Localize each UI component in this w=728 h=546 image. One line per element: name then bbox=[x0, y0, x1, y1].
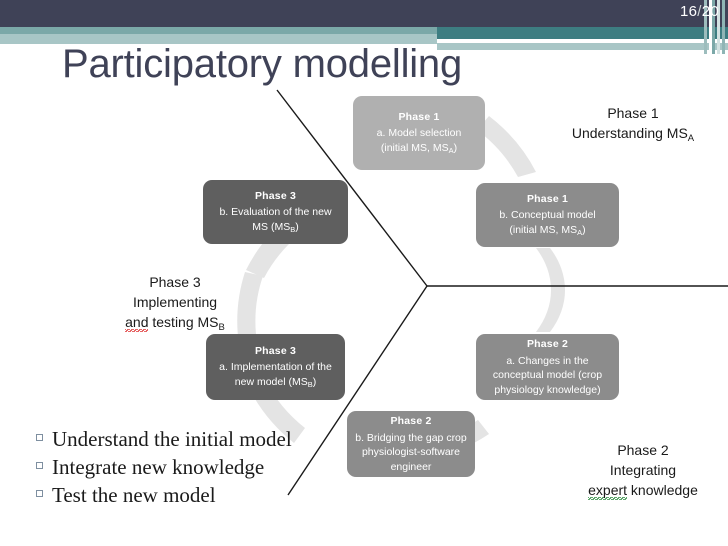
outer-label-phase2-line2: Integrating bbox=[609, 462, 677, 478]
node-phase2-a-line3: physiology knowledge) bbox=[494, 383, 601, 396]
node-phase2-b-line1: b. Bridging the gap crop bbox=[355, 431, 467, 444]
node-phase2-b-line3: engineer bbox=[390, 460, 432, 473]
node-phase3-a-line2: new model (MSB) bbox=[234, 375, 317, 389]
header-bar bbox=[0, 0, 728, 27]
header-accent-bar-1 bbox=[704, 0, 707, 54]
page-number-current: 16 bbox=[679, 3, 698, 20]
spellcheck-underline-expert: expert bbox=[588, 482, 628, 500]
node-phase2-a-line2: conceptual model (crop bbox=[492, 369, 603, 381]
outer-label-phase1-subscript: A bbox=[687, 133, 695, 144]
header-accent-bar-5 bbox=[722, 0, 725, 54]
list-item: Test the new model bbox=[36, 481, 336, 509]
node-phase1-a[interactable]: Phase 1 a. Model selection (initial MS, … bbox=[353, 96, 485, 170]
list-item: Integrate new knowledge bbox=[36, 453, 336, 481]
outer-label-phase3: Phase 3 Implementing and testing MSB bbox=[85, 272, 265, 335]
outer-label-phase2: Phase 2 Integrating expert knowledge bbox=[560, 440, 726, 500]
node-phase1-a-subscript: A bbox=[448, 145, 454, 155]
bullet-square-icon bbox=[36, 434, 43, 441]
node-phase1-b-line2: (initial MS, MSA) bbox=[509, 223, 586, 237]
outer-label-phase3-line2: Implementing bbox=[132, 294, 218, 310]
node-phase2-a-heading: Phase 2 bbox=[526, 338, 569, 350]
node-phase3-b[interactable]: Phase 3 b. Evaluation of the new MS (MSB… bbox=[203, 180, 348, 244]
node-phase3-b-heading: Phase 3 bbox=[254, 189, 297, 202]
header-accent-bar-2 bbox=[709, 0, 712, 54]
page-number-total: 20 bbox=[701, 3, 719, 20]
bullet-list: Understand the initial model Integrate n… bbox=[36, 425, 336, 509]
node-phase2-b-line2: physiologist-software bbox=[361, 446, 461, 458]
header-accent-bar-3 bbox=[712, 0, 715, 54]
node-phase3-a-heading: Phase 3 bbox=[254, 344, 297, 357]
outer-label-phase1: Phase 1 Understanding MSA bbox=[540, 103, 726, 146]
outer-label-phase3-line1: Phase 3 bbox=[149, 274, 201, 290]
node-phase3-a-subscript: B bbox=[307, 379, 313, 389]
node-phase3-b-line2: MS (MSB) bbox=[252, 220, 299, 234]
arrow-segment-right bbox=[536, 248, 566, 332]
spellcheck-underline-and: and bbox=[125, 314, 149, 332]
outer-label-phase2-line1: Phase 2 bbox=[617, 442, 669, 458]
page-title: Participatory modelling bbox=[62, 42, 463, 86]
arrow-segment-top-right bbox=[477, 116, 536, 177]
bullet-square-icon bbox=[36, 462, 43, 469]
cycle-diagram: Phase 1 a. Model selection (initial MS, … bbox=[0, 80, 728, 520]
outer-label-phase3-line3: and testing MSB bbox=[125, 314, 225, 333]
node-phase1-b-heading: Phase 1 bbox=[526, 192, 569, 205]
node-phase3-b-line1: b. Evaluation of the new bbox=[219, 206, 332, 219]
header-white-strip bbox=[437, 50, 728, 54]
bullet-square-icon bbox=[36, 490, 43, 497]
page-number: 16/20 bbox=[680, 3, 719, 20]
node-phase3-a-line1: a. Implementation of the bbox=[219, 361, 332, 374]
header-teal-left-stripe bbox=[0, 27, 437, 34]
node-phase2-a-line1: a. Changes in the bbox=[506, 354, 589, 367]
node-phase2-a[interactable]: Phase 2 a. Changes in the conceptual mod… bbox=[476, 334, 619, 400]
sector-divider-lines bbox=[276, 89, 728, 496]
list-item: Understand the initial model bbox=[36, 425, 336, 453]
node-phase1-a-heading: Phase 1 bbox=[398, 110, 440, 123]
node-phase1-b-line1: b. Conceptual model bbox=[499, 209, 596, 222]
node-phase3-b-subscript: B bbox=[290, 224, 296, 234]
node-phase1-a-line1: a. Model selection bbox=[376, 127, 462, 140]
divider-line-lower-left bbox=[287, 285, 428, 496]
node-phase1-b[interactable]: Phase 1 b. Conceptual model (initial MS,… bbox=[476, 183, 619, 247]
header-pale-left-stripe bbox=[0, 34, 437, 44]
outer-label-phase1-line2: Understanding MSA bbox=[571, 125, 695, 144]
list-item-label: Understand the initial model bbox=[52, 427, 292, 451]
node-phase1-a-line2: (initial MS, MSA) bbox=[380, 141, 458, 155]
page-number-separator: / bbox=[697, 3, 702, 20]
header-teal-right-stripe bbox=[437, 27, 728, 39]
header-white-gap bbox=[437, 39, 689, 43]
list-item-label: Test the new model bbox=[52, 483, 216, 507]
outer-label-phase1-line1: Phase 1 bbox=[607, 105, 659, 121]
outer-label-phase3-subscript: B bbox=[218, 322, 225, 333]
header-pale-right-stripe bbox=[437, 43, 728, 50]
node-phase2-b[interactable]: Phase 2 b. Bridging the gap crop physiol… bbox=[347, 411, 475, 477]
node-phase1-b-subscript: A bbox=[577, 227, 583, 237]
node-phase3-a[interactable]: Phase 3 a. Implementation of the new mod… bbox=[206, 334, 345, 400]
header-accent-bar-4 bbox=[717, 0, 720, 54]
outer-label-phase2-line3: expert knowledge bbox=[588, 482, 698, 500]
node-phase2-b-heading: Phase 2 bbox=[390, 415, 432, 427]
divider-line-upper-left bbox=[276, 89, 428, 287]
list-item-label: Integrate new knowledge bbox=[52, 455, 265, 479]
